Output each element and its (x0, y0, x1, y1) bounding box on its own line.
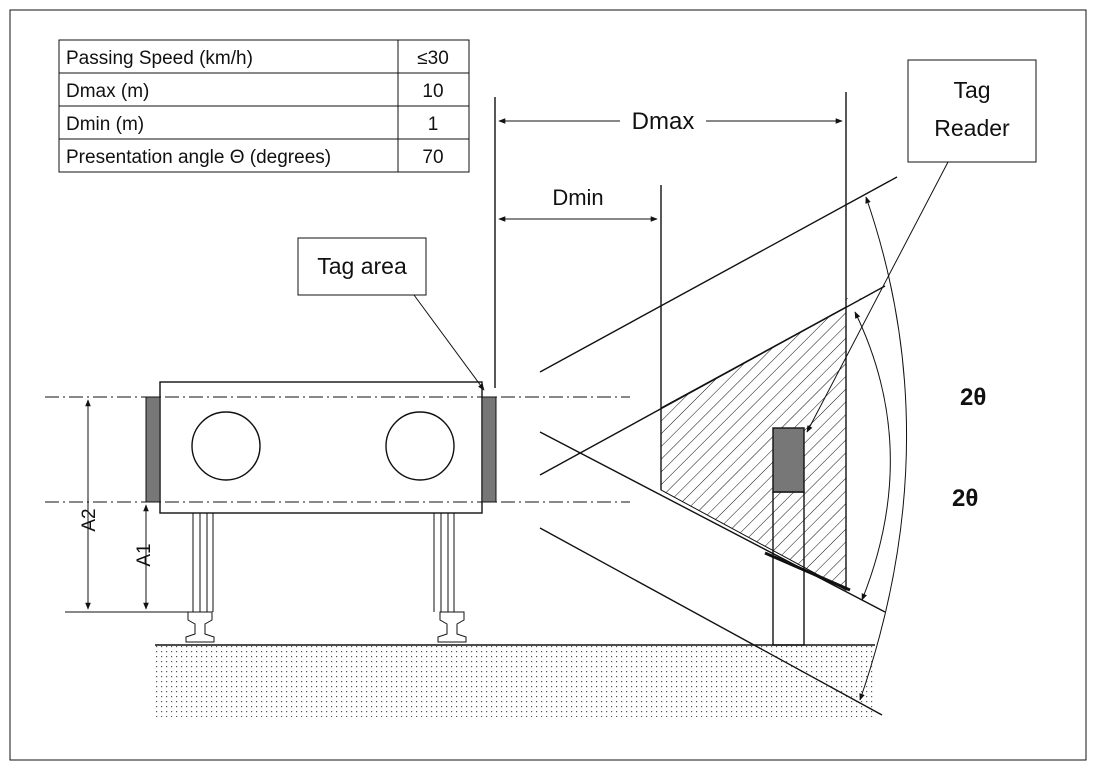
ground-area (155, 645, 875, 717)
table-row-dmin-label: Dmin (m) (66, 114, 144, 135)
vehicle-window-right (385, 411, 455, 481)
a2-label: A2 (79, 508, 100, 531)
dmax-label: Dmax (632, 108, 695, 135)
dmin-label: Dmin (552, 185, 603, 210)
vehicle-body (159, 381, 483, 514)
tag-area-right (481, 396, 497, 503)
angle-arc-inner (854, 311, 891, 601)
tag-reader (772, 427, 805, 646)
beam-outer-lower (539, 527, 883, 716)
vehicle (145, 381, 497, 643)
tag-area-callout: Tag area (297, 237, 485, 391)
tag-reader-label-line2: Reader (934, 115, 1010, 141)
table-row-speed-value: ≤30 (417, 48, 449, 69)
beam-inner-upper (539, 285, 886, 476)
table-row-angle-label: Presentation angle Θ (degrees) (66, 147, 331, 168)
table-row-dmax-value: 10 (422, 81, 443, 102)
beam-outer-upper (539, 176, 898, 373)
tag-reader-pointer (806, 161, 949, 433)
vehicle-leg-left (185, 513, 215, 643)
diagram-frame (9, 9, 1087, 761)
table-row-speed-label: Passing Speed (km/h) (66, 48, 253, 69)
table-row-dmax-label: Dmax (m) (66, 81, 149, 102)
tag-area-left (145, 396, 161, 503)
angle-arc-outer (859, 196, 908, 701)
tag-reader-callout: Tag Reader (806, 59, 1037, 433)
table-row-dmin-value: 1 (428, 114, 439, 135)
two-theta-upper-label: 2θ (960, 384, 986, 411)
table-row-angle-value: 70 (422, 147, 443, 168)
tag-area-pointer (413, 294, 485, 391)
tag-area-label: Tag area (317, 253, 407, 279)
tag-reader-unit (772, 427, 805, 493)
read-zone-edge (764, 551, 851, 592)
vehicle-leg-right (433, 513, 467, 643)
two-theta-lower-label: 2θ (952, 485, 978, 512)
tag-reader-label-line1: Tag (953, 77, 990, 103)
read-zone-hatch (661, 298, 861, 590)
vehicle-window-left (191, 411, 261, 481)
beam-inner-lower (539, 431, 886, 613)
a1-label: A1 (134, 543, 155, 566)
parameter-table: Passing Speed (km/h) ≤30 Dmax (m) 10 Dmi… (58, 39, 470, 173)
